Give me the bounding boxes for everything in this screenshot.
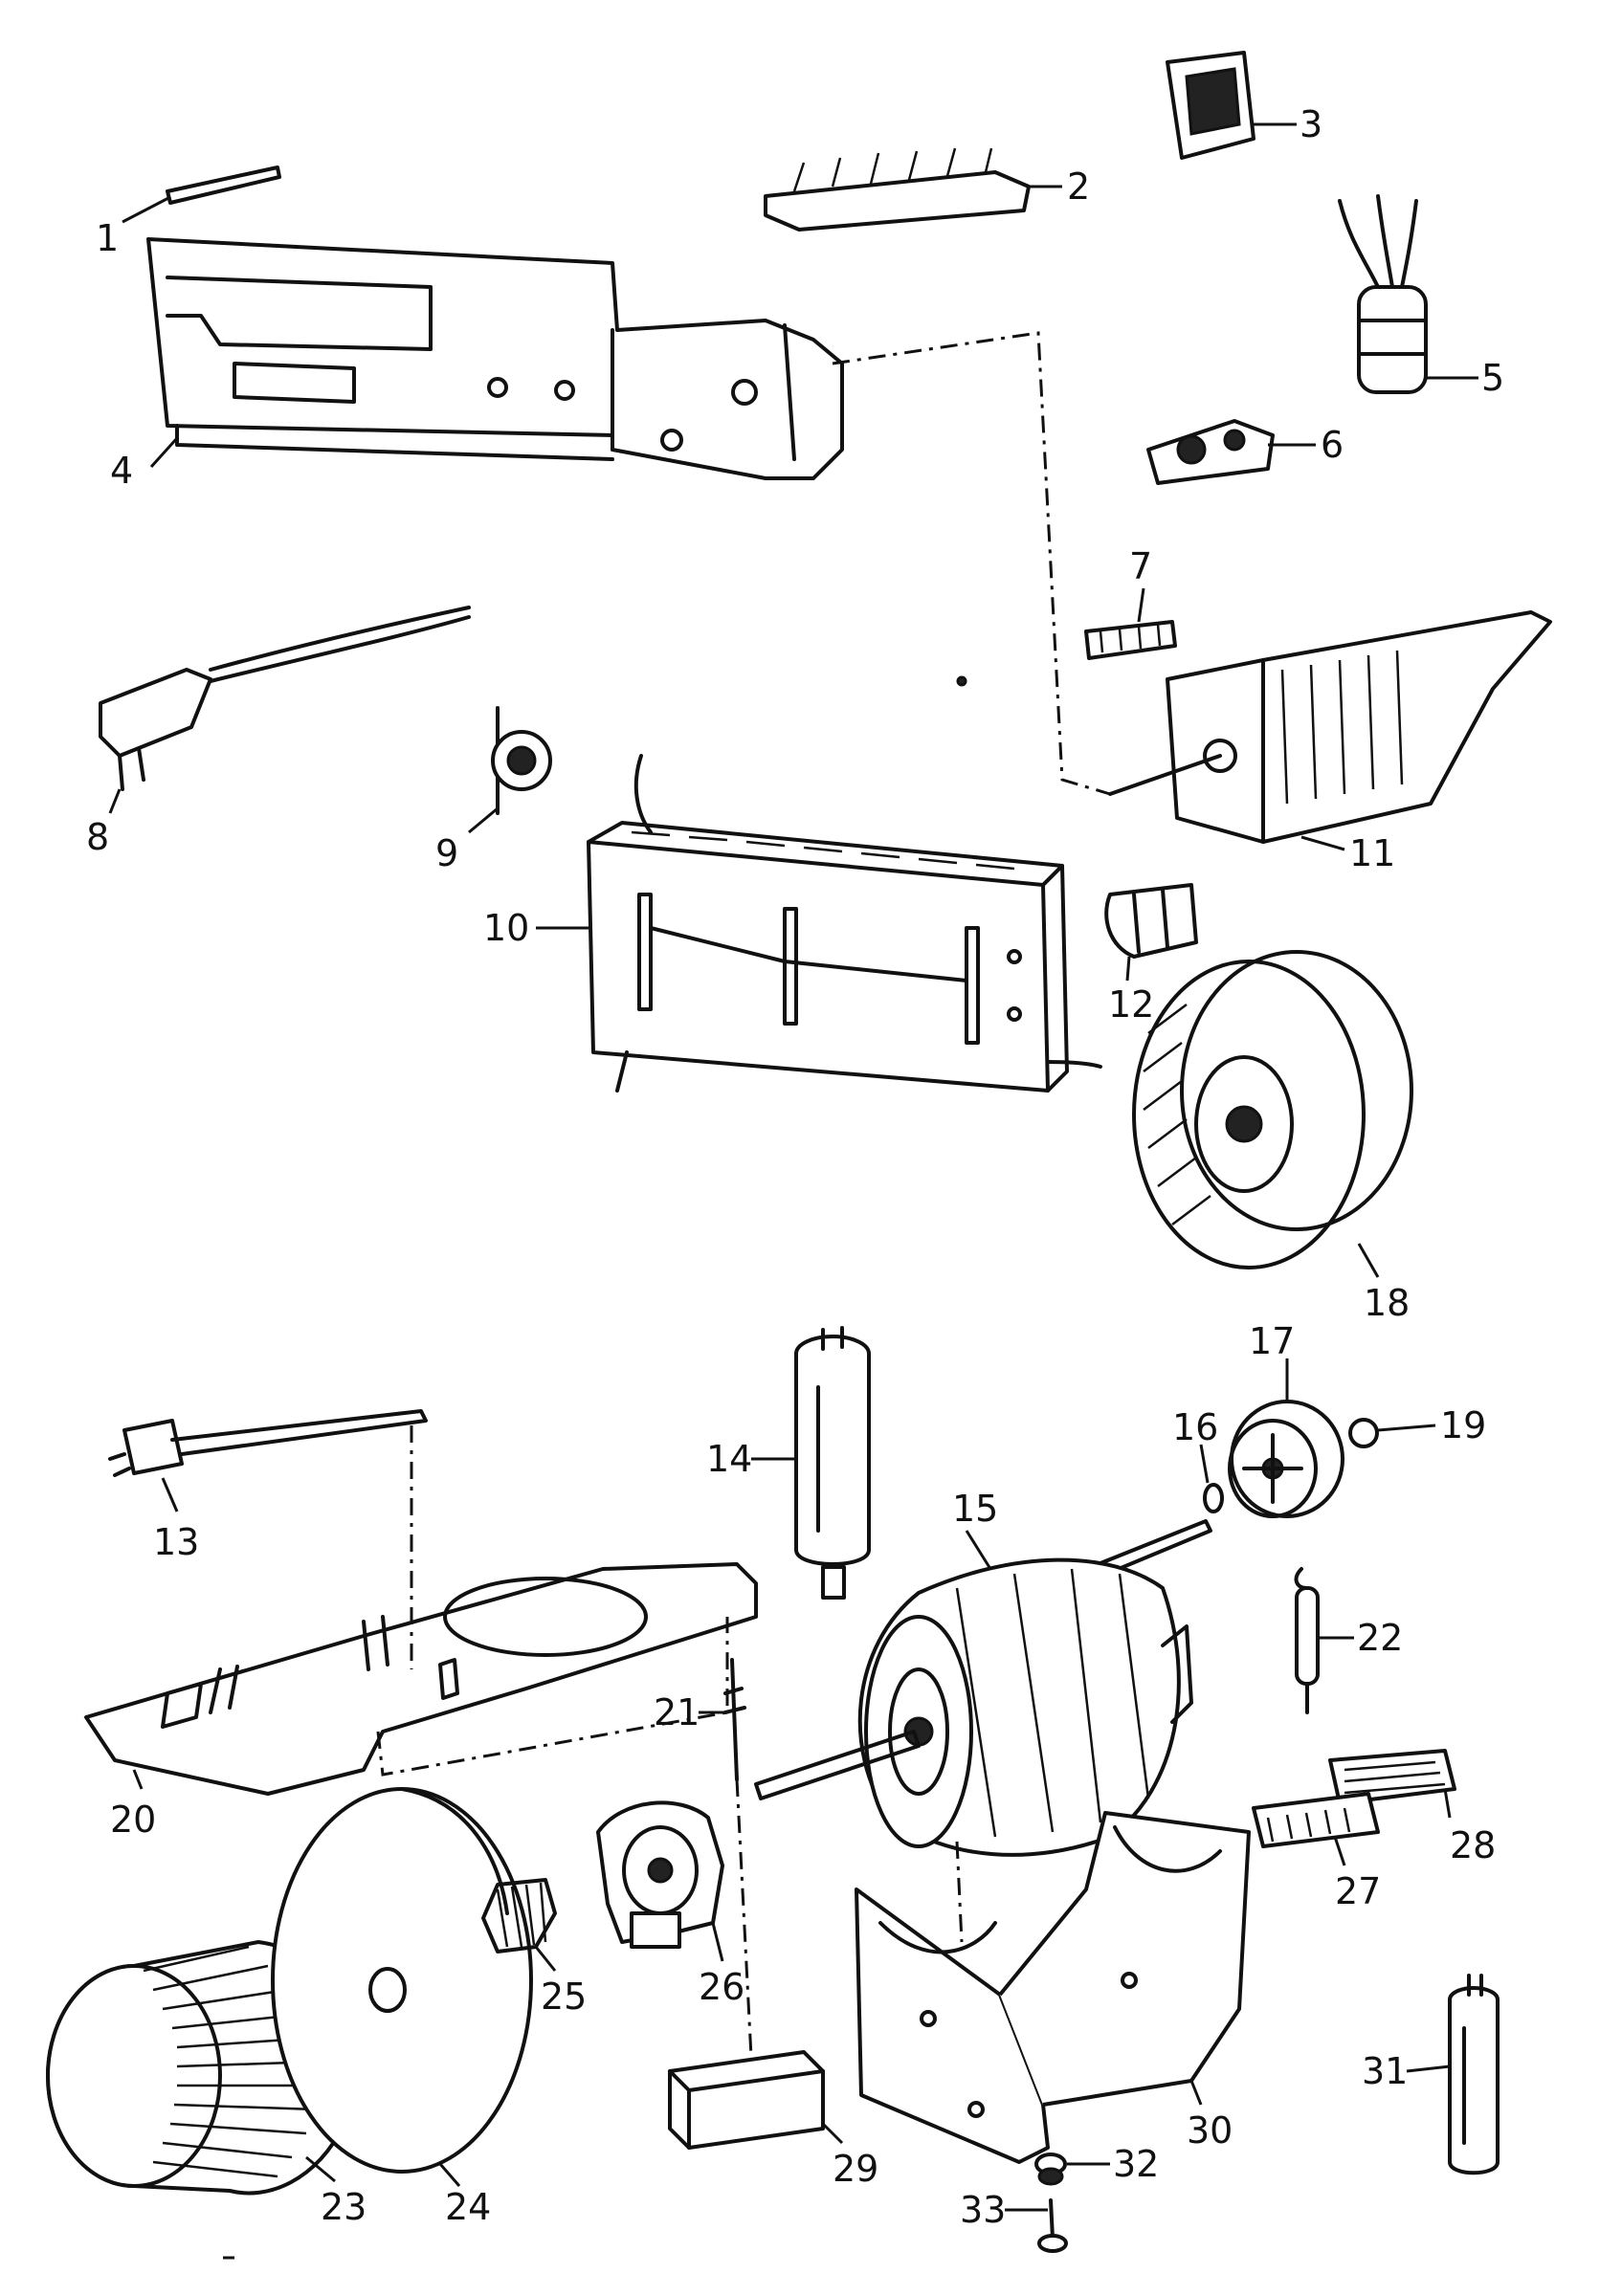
part-12-clip: 12 <box>1104 883 1198 1026</box>
label-24: 24 <box>445 2186 491 2228</box>
part-19-nut: 19 <box>1348 1404 1486 1448</box>
label-18: 18 <box>1364 1282 1410 1324</box>
label-23: 23 <box>321 2186 367 2228</box>
label-29: 29 <box>833 2148 878 2190</box>
part-22-spring: 22 <box>1294 1567 1403 1714</box>
label-15: 15 <box>952 1488 998 1530</box>
part-2-terminal-block: 2 <box>764 147 1090 232</box>
part-17-pulley: 17 <box>1228 1320 1344 1518</box>
part-30-motor-cradle: 30 <box>855 1811 1251 2164</box>
label-6: 6 <box>1321 424 1344 466</box>
label-25: 25 <box>541 1976 587 2018</box>
part-32-grommet: 32 <box>1034 2143 1159 2186</box>
label-33: 33 <box>960 2189 1006 2231</box>
part-29-rubber-block: 29 <box>668 2050 878 2190</box>
label-30: 30 <box>1187 2109 1233 2152</box>
part-7-connector: 7 <box>1084 545 1177 660</box>
label-22: 22 <box>1357 1617 1403 1659</box>
part-1-pin: 1 <box>96 166 281 259</box>
label-5: 5 <box>1481 357 1504 399</box>
part-28-block: 28 <box>1328 1749 1496 1866</box>
assembly-line-4-11 <box>832 331 1111 796</box>
label-8: 8 <box>86 816 109 858</box>
label-17: 17 <box>1249 1320 1295 1362</box>
label-3: 3 <box>1300 103 1322 145</box>
assembly-line-21-29 <box>735 1778 753 2058</box>
part-25-coupler: 25 <box>481 1878 587 2018</box>
label-16: 16 <box>1172 1406 1218 1448</box>
label-14: 14 <box>706 1438 752 1480</box>
label-12: 12 <box>1108 983 1154 1026</box>
part-15-motor: 15 <box>754 1488 1212 1857</box>
part-6-thermostat: 6 <box>1146 419 1344 485</box>
part-33-screw: 33 <box>960 2189 1068 2253</box>
part-11-timer-module: 11 <box>1108 610 1552 874</box>
part-31-capacitor: 31 <box>1362 1974 1500 2175</box>
part-18-blower-wheel: 18 <box>1132 950 1413 1324</box>
label-21: 21 <box>654 1691 700 1733</box>
part-23-blower-wheel: 23 <box>46 1940 367 2228</box>
part-13-microswitch: 13 <box>108 1409 428 1563</box>
label-7: 7 <box>1129 545 1152 587</box>
label-20: 20 <box>110 1799 156 1841</box>
part-3-switch: 3 <box>1166 51 1322 160</box>
part-21-pin: 21 <box>654 1658 746 1781</box>
label-13: 13 <box>153 1521 199 1563</box>
part-5-capacitor-small: 5 <box>1338 194 1504 399</box>
part-26-bearing-bracket: 26 <box>596 1800 744 2008</box>
label-9: 9 <box>435 832 458 874</box>
label-4: 4 <box>110 450 133 492</box>
label-31: 31 <box>1362 2050 1408 2092</box>
label-10: 10 <box>483 907 529 949</box>
label-11: 11 <box>1349 832 1395 874</box>
label-1: 1 <box>96 217 119 259</box>
part-20-base-plate: 20 <box>84 1562 758 1841</box>
label-2: 2 <box>1067 166 1090 208</box>
assembly-line-15-30 <box>955 1841 964 1943</box>
part-10-heater-box: 10 <box>483 754 1102 1093</box>
assembly-line-20-30 <box>376 1617 729 1777</box>
part-4-control-bracket: 4 <box>110 237 844 492</box>
label-27: 27 <box>1335 1870 1381 1912</box>
part-24-disc: 24 <box>271 1787 533 2228</box>
label-28: 28 <box>1450 1824 1496 1866</box>
label-32: 32 <box>1113 2143 1159 2185</box>
part-8-power-cord: 8 <box>86 606 471 858</box>
label-26: 26 <box>699 1966 744 2008</box>
part-27-connector: 27 <box>1252 1792 1381 1912</box>
part-16-washer: 16 <box>1172 1406 1224 1513</box>
label-19: 19 <box>1440 1404 1486 1446</box>
part-9-selector: 9 <box>435 706 552 874</box>
stray-dot <box>956 675 967 687</box>
part-14-capacitor: 14 <box>706 1326 871 1600</box>
